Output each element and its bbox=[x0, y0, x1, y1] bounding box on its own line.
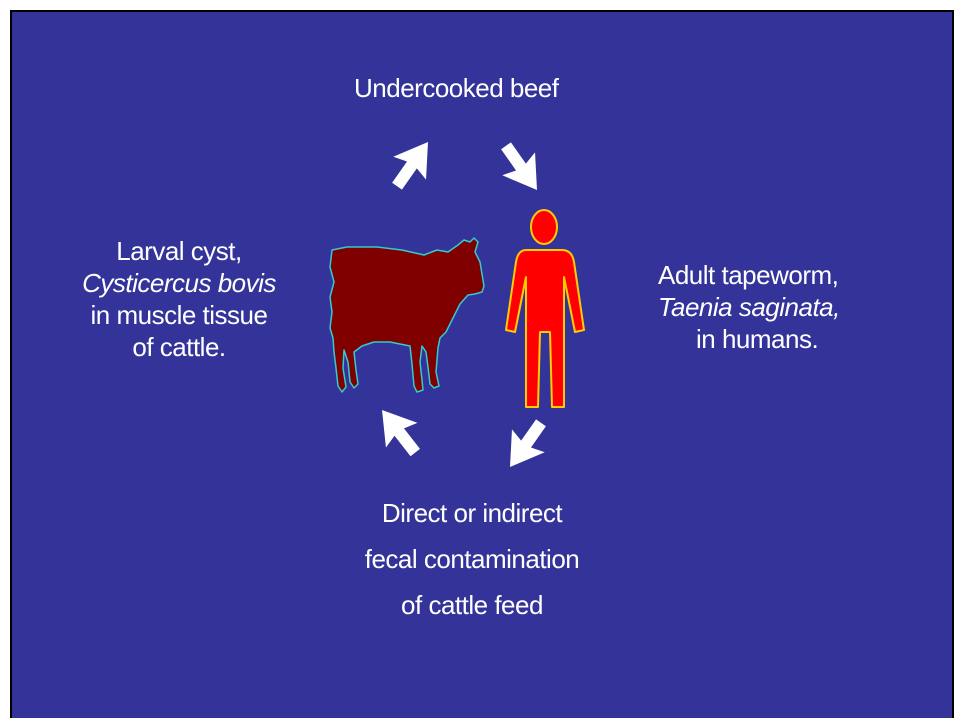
arrow-lower-right-icon bbox=[494, 411, 558, 478]
arrow-upper-right-icon bbox=[490, 134, 554, 201]
arrow-upper-left-icon bbox=[381, 131, 445, 198]
label-bottom-line3: of cattle feed bbox=[342, 582, 602, 628]
label-left-line3: in muscle tissue bbox=[64, 299, 294, 331]
slide-background: Undercooked beef Larval cyst, Cysticercu… bbox=[10, 10, 954, 718]
label-bottom-line1: Direct or indirect bbox=[342, 490, 602, 536]
label-left-line2: Cysticercus bovis bbox=[64, 267, 294, 299]
cow-icon bbox=[330, 238, 484, 392]
label-fecal-contamination: Direct or indirect fecal contamination o… bbox=[342, 490, 602, 628]
label-right-line1: Adult tapeworm, bbox=[658, 259, 840, 291]
label-larval-cyst: Larval cyst, Cysticercus bovis in muscle… bbox=[64, 235, 294, 363]
label-left-line4: of cattle. bbox=[64, 331, 294, 363]
arrow-lower-left-icon bbox=[366, 398, 431, 465]
label-right-line3: in humans. bbox=[658, 323, 840, 355]
label-adult-tapeworm: Adult tapeworm, Taenia saginata, in huma… bbox=[658, 259, 840, 355]
label-top-text: Undercooked beef bbox=[354, 72, 558, 104]
label-right-line2: Taenia saginata, bbox=[658, 291, 840, 323]
label-left-line1: Larval cyst, bbox=[64, 235, 294, 267]
human-icon bbox=[506, 210, 584, 407]
label-bottom-line2: fecal contamination bbox=[342, 536, 602, 582]
label-undercooked-beef: Undercooked beef bbox=[354, 72, 558, 104]
